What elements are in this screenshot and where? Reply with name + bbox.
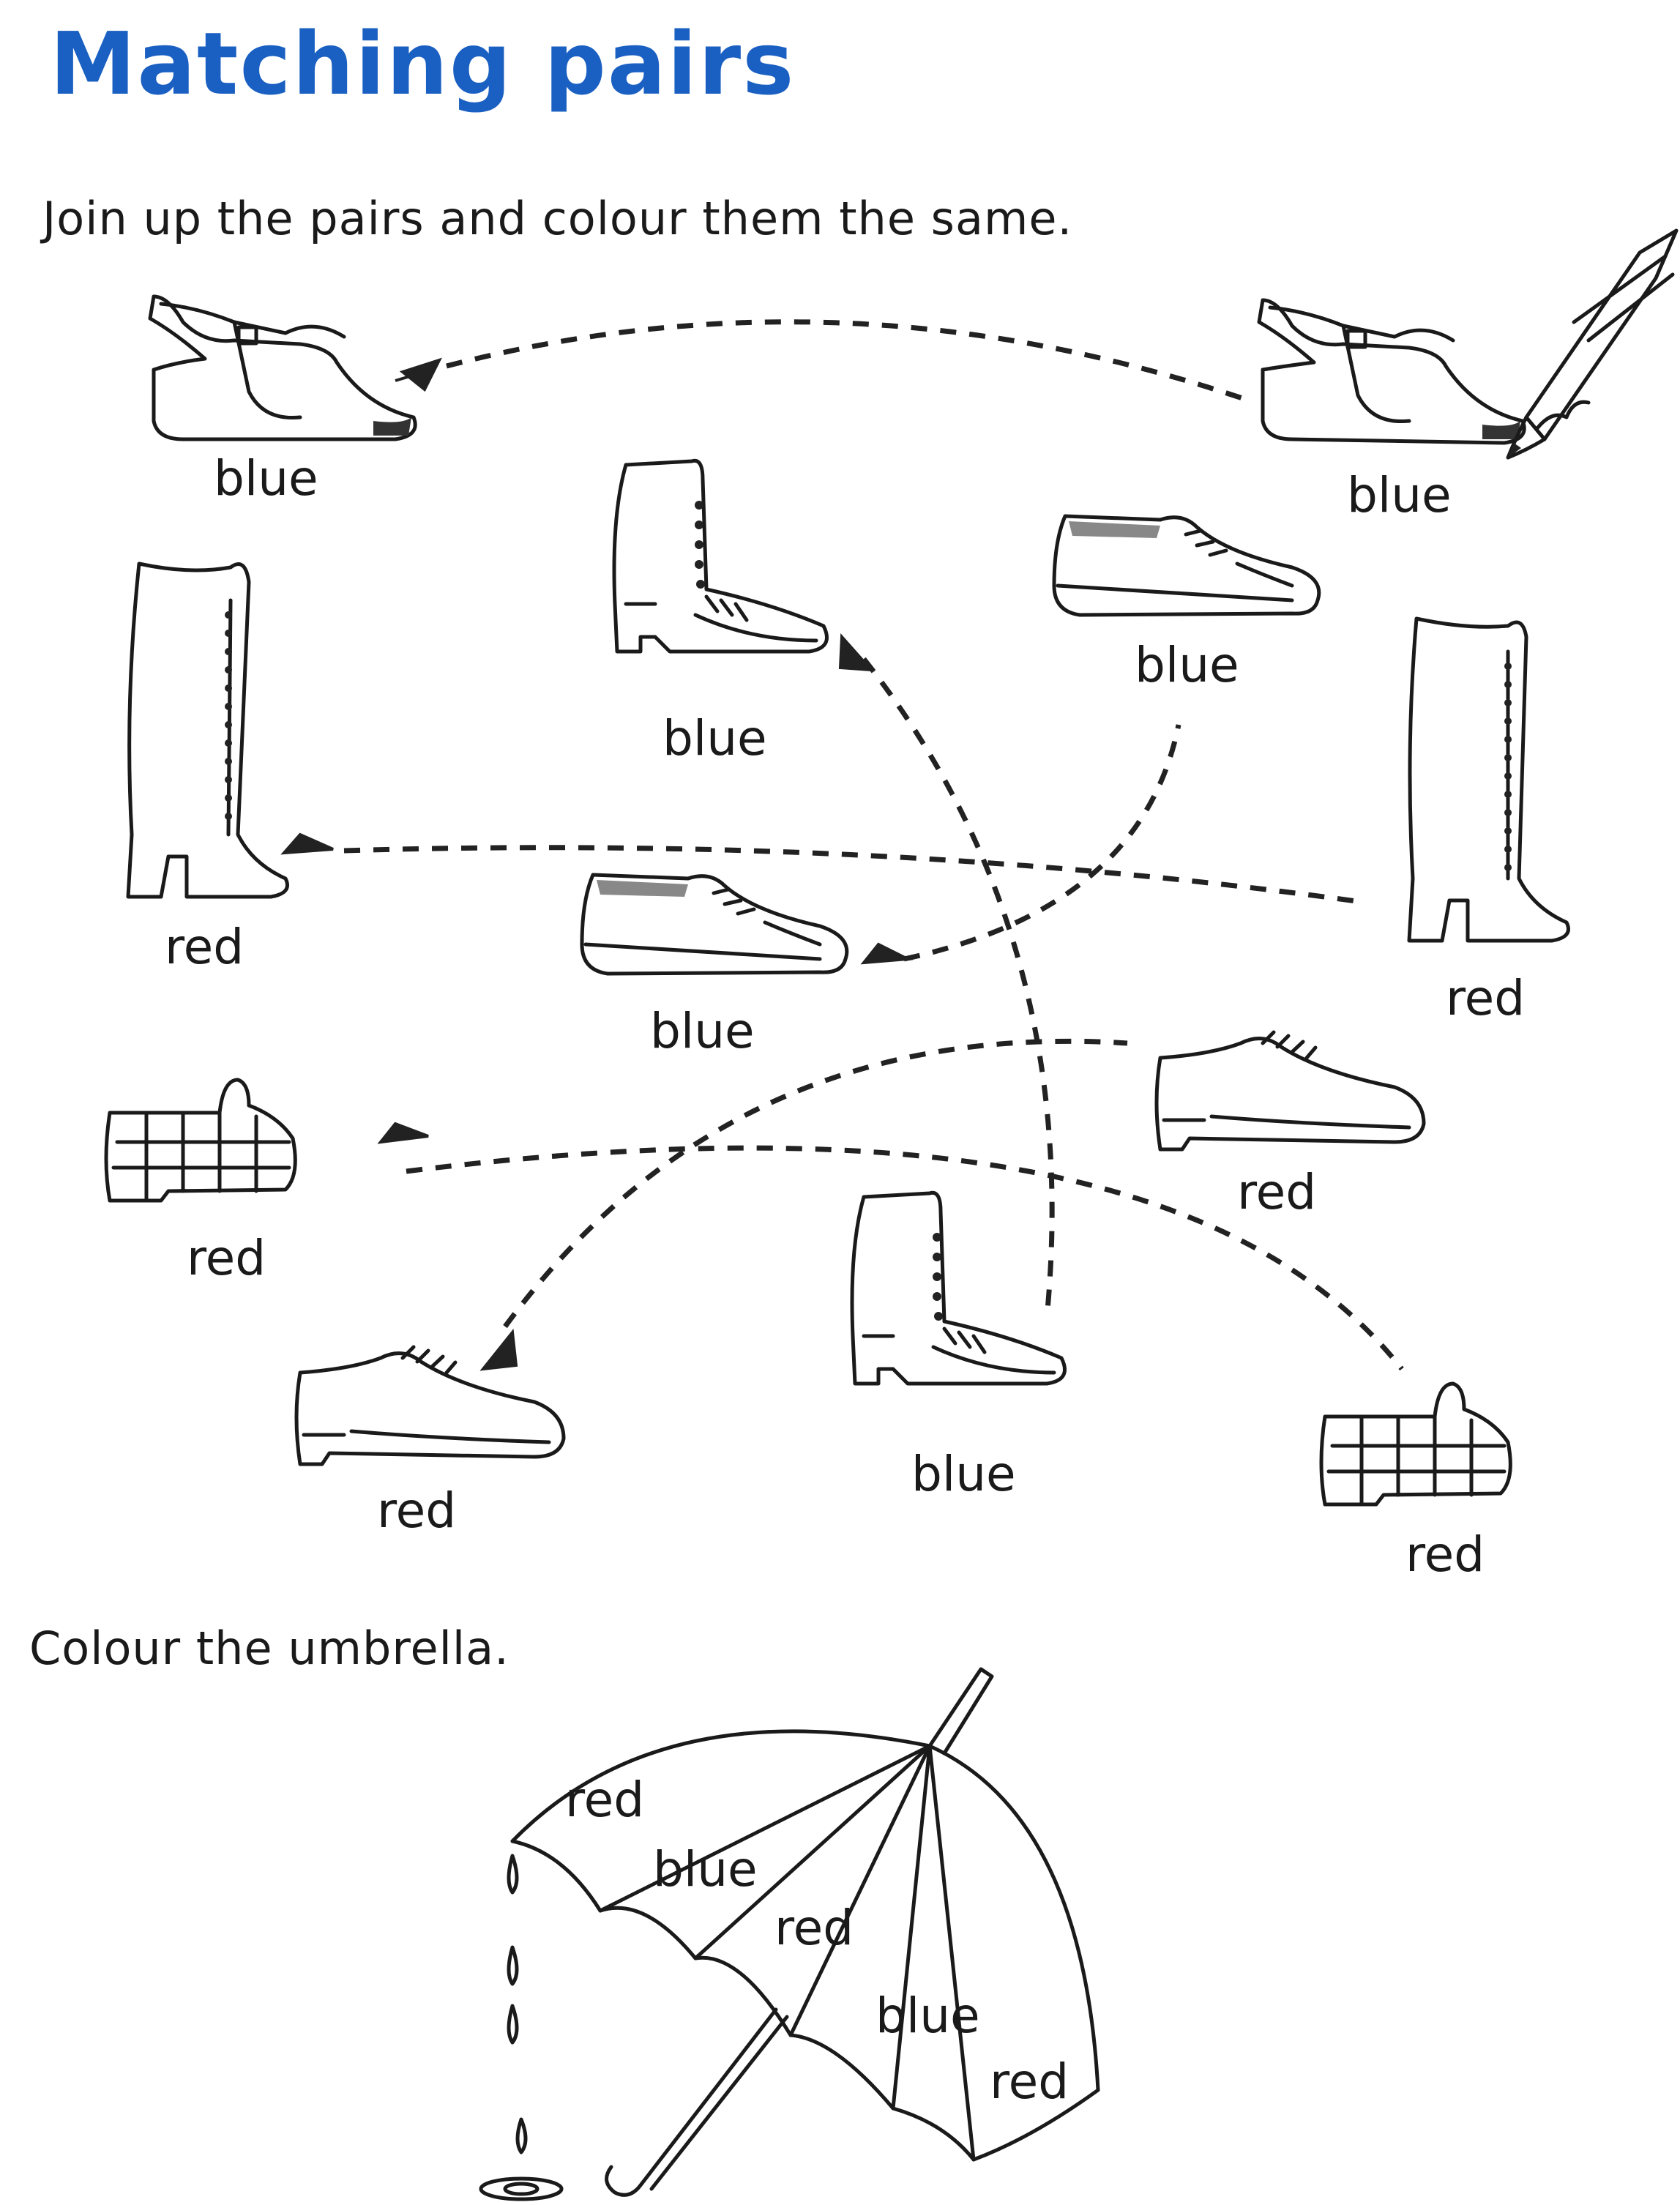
arrow-oxford	[479, 1328, 518, 1371]
label-oxford-right: red	[1237, 1164, 1317, 1220]
label-sandal-left: blue	[214, 450, 318, 507]
sneaker-icon	[580, 873, 849, 976]
umbrella-label-5: red	[990, 2053, 1069, 2110]
sandal-icon	[148, 294, 417, 441]
raindrop-icon	[479, 1854, 564, 2201]
line-sneaker-pair	[903, 724, 1181, 962]
matching-lines	[280, 319, 1404, 1371]
line-sandal-pair	[446, 319, 1246, 402]
umbrella-label-3: red	[774, 1900, 854, 1956]
umbrella-label-4: blue	[876, 1988, 980, 2044]
umbrella-icon	[510, 1667, 1100, 2197]
line-tall-boot-pair	[343, 845, 1362, 905]
sneaker-icon	[1052, 514, 1321, 617]
oxford-shoe-icon	[294, 1345, 566, 1466]
pencil-icon	[1506, 228, 1679, 460]
ankle-boot-icon	[850, 1190, 1067, 1386]
page-title: Matching pairs	[50, 13, 796, 114]
label-slipper-left: red	[187, 1230, 266, 1286]
label-ankle-boot-bottom: blue	[911, 1446, 1016, 1502]
arrow-tall-boot	[280, 832, 334, 855]
sandal-icon	[1257, 298, 1526, 445]
oxford-shoe-icon	[1154, 1030, 1426, 1152]
instruction-pairs: Join up the pairs and colour them the sa…	[42, 192, 1073, 245]
label-ankle-boot-top: blue	[662, 710, 767, 766]
arrow-sneaker	[860, 942, 914, 965]
slipper-icon	[104, 1078, 297, 1203]
ankle-boot-icon	[612, 458, 829, 654]
umbrella-label-2: blue	[653, 1841, 758, 1898]
slipper-icon	[1319, 1381, 1512, 1507]
label-slipper-right: red	[1405, 1526, 1485, 1583]
instruction-umbrella: Colour the umbrella.	[29, 1622, 509, 1675]
label-sneaker-top: blue	[1135, 637, 1239, 693]
line-oxford-pair	[503, 1038, 1128, 1329]
arrow-ankle-boot	[838, 633, 875, 672]
tall-boot-icon	[126, 561, 289, 899]
umbrella-label-1: red	[565, 1772, 645, 1828]
label-tall-boot-right: red	[1446, 970, 1526, 1026]
line-slipper-pair	[406, 1145, 1404, 1371]
line-ankle-boot-pair	[862, 657, 1055, 1318]
tall-boot-icon	[1407, 616, 1570, 943]
arrow-sandal	[395, 357, 442, 392]
label-tall-boot-left: red	[165, 919, 244, 975]
label-oxford-bottom: red	[377, 1482, 457, 1539]
arrow-slipper	[377, 1122, 429, 1144]
label-sandal-right: blue	[1347, 467, 1452, 523]
label-sneaker-middle: blue	[650, 1003, 755, 1059]
